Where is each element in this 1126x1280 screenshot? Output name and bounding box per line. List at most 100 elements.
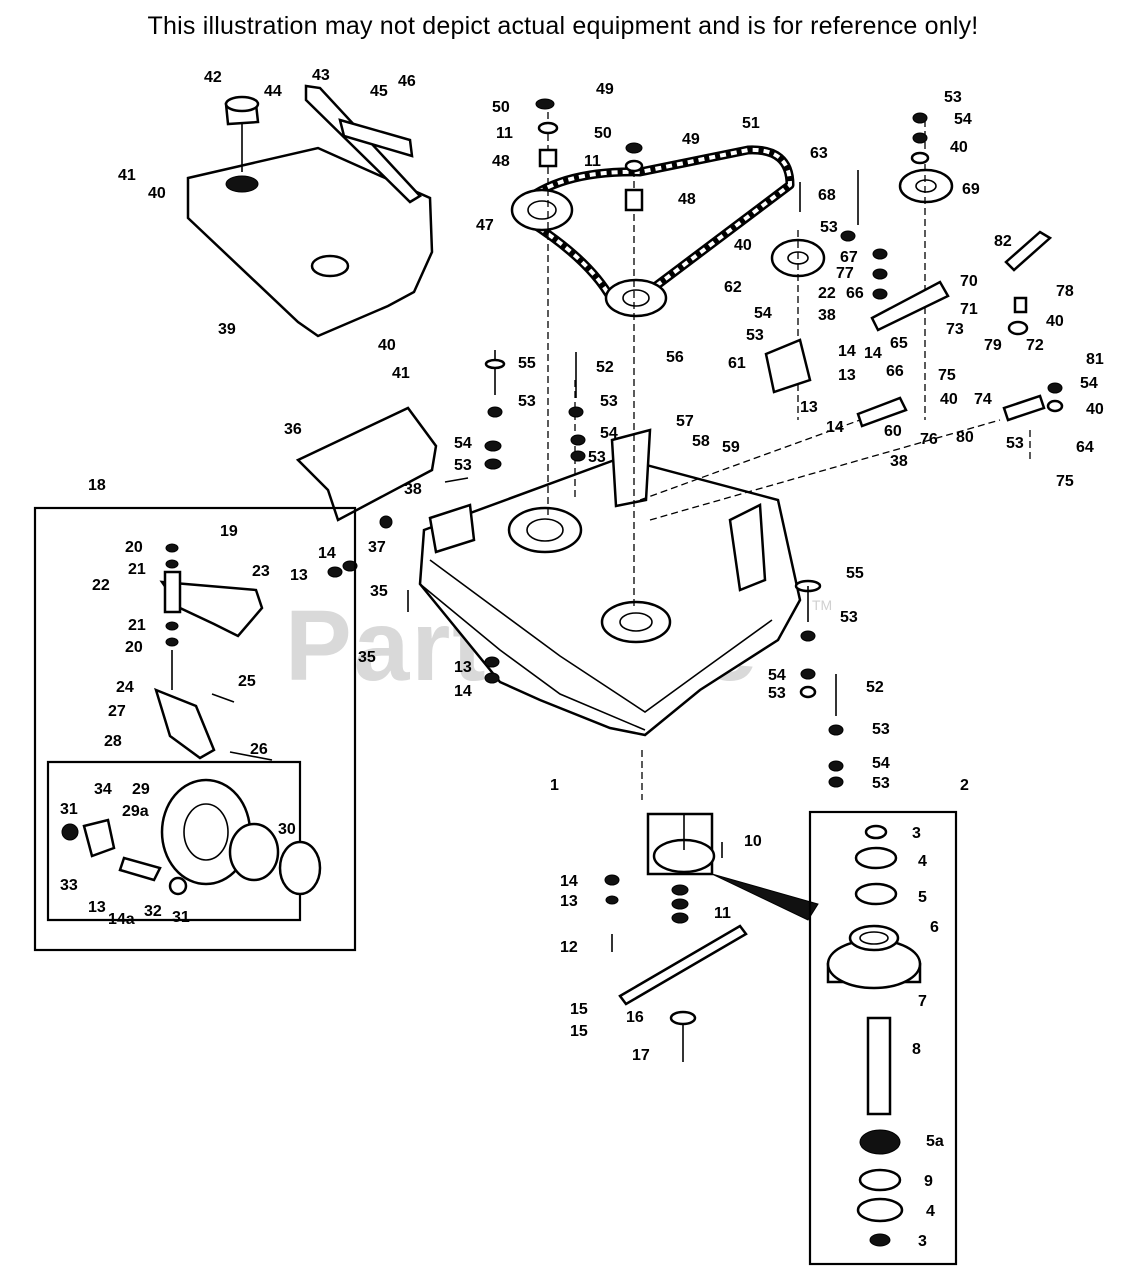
callout: 75	[1056, 473, 1074, 490]
callout: 8	[912, 1041, 921, 1058]
callout: 53	[872, 721, 890, 738]
idler-bracket-assembly	[764, 112, 1064, 428]
callout: 72	[1026, 337, 1044, 354]
callout: 53	[1006, 435, 1024, 452]
callout: 27	[108, 703, 126, 720]
callout: 63	[810, 145, 828, 162]
callout: 47	[476, 217, 494, 234]
callout: 9	[924, 1173, 933, 1190]
callout: 29	[132, 781, 150, 798]
callout: 67	[840, 249, 858, 266]
callout: 53	[872, 775, 890, 792]
callout: 28	[104, 733, 122, 750]
callout: 35	[358, 649, 376, 666]
callout: 49	[682, 131, 700, 148]
callout: 14	[826, 419, 844, 436]
callout: 14	[838, 343, 856, 360]
callout: 31	[172, 909, 190, 926]
bolts-top	[484, 350, 586, 470]
callout: 38	[818, 307, 836, 324]
callout: 16	[626, 1009, 644, 1026]
callout: 18	[88, 477, 106, 494]
callout: 40	[950, 139, 968, 156]
callout: 55	[846, 565, 864, 582]
callout: 33	[60, 877, 78, 894]
callout: 66	[846, 285, 864, 302]
callout: 55	[518, 355, 536, 372]
callout: 25	[238, 673, 256, 690]
hardware-stack-left	[535, 98, 644, 212]
spindle-detail-parts	[826, 824, 922, 1247]
callout: 46	[398, 73, 416, 90]
callout: 40	[940, 391, 958, 408]
callout: 54	[600, 425, 618, 442]
callout: 5a	[926, 1133, 944, 1150]
pulley-69	[898, 168, 954, 204]
callout: 53	[944, 89, 962, 106]
callout: 6	[930, 919, 939, 936]
callout: 13	[800, 399, 818, 416]
callout: 5	[918, 889, 927, 906]
callout: 43	[312, 67, 330, 84]
callout: 50	[594, 125, 612, 142]
callout: 14	[318, 545, 336, 562]
callout: 76	[920, 431, 938, 448]
gauge-wheel-detail-box	[33, 506, 357, 952]
callout: 45	[370, 83, 388, 100]
callout: 53	[746, 327, 764, 344]
callout: 68	[818, 187, 836, 204]
callout: 53	[518, 393, 536, 410]
callout-labels: 1 2 3 3 4 4 5 5a 6 7 8 9 10 11 11 11 12 …	[60, 67, 1104, 1250]
deck-hardware-right	[794, 579, 844, 788]
wheel-subassembly-box	[46, 760, 302, 922]
callout: 70	[960, 273, 978, 290]
callout: 36	[284, 421, 302, 438]
callout: 79	[984, 337, 1002, 354]
callout: 69	[962, 181, 980, 198]
callout: 54	[454, 435, 472, 452]
callout: 80	[956, 429, 974, 446]
callout: 64	[1076, 439, 1094, 456]
callout: 53	[840, 609, 858, 626]
callout: 14	[560, 873, 578, 890]
callout: 59	[722, 439, 740, 456]
callout: 40	[1046, 313, 1064, 330]
callout: 41	[392, 365, 410, 382]
callout: 52	[866, 679, 884, 696]
drive-belt	[515, 145, 795, 309]
callout: 13	[88, 899, 106, 916]
callout: 35	[370, 583, 388, 600]
callout: 24	[116, 679, 134, 696]
watermark-trademark: TM	[812, 597, 832, 613]
callout: 14	[454, 683, 472, 700]
callout: 22	[818, 285, 836, 302]
callout: 4	[926, 1203, 935, 1220]
callout: 52	[596, 359, 614, 376]
callout: 74	[974, 391, 992, 408]
callout: 51	[742, 115, 760, 132]
callout: 14	[864, 345, 882, 362]
callout: 54	[954, 111, 972, 128]
discharge-deflector	[295, 406, 438, 522]
callout: 58	[692, 433, 710, 450]
callout: 73	[946, 321, 964, 338]
callout: 54	[754, 305, 772, 322]
callout: 65	[890, 335, 908, 352]
callout: 34	[94, 781, 112, 798]
callout: 50	[492, 99, 510, 116]
callout: 13	[560, 893, 578, 910]
callout: 31	[60, 801, 78, 818]
callout: 81	[1086, 351, 1104, 368]
callout: 56	[666, 349, 684, 366]
callout: 26	[250, 741, 268, 758]
callout: 53	[588, 449, 606, 466]
callout: 21	[128, 561, 146, 578]
callout: 54	[768, 667, 786, 684]
callout: 75	[938, 367, 956, 384]
callout: 3	[912, 825, 921, 842]
callout: 48	[492, 153, 510, 170]
callout: 20	[125, 639, 143, 656]
callout: 7	[918, 993, 927, 1010]
callout: 20	[125, 539, 143, 556]
callout: 15	[570, 1023, 588, 1040]
